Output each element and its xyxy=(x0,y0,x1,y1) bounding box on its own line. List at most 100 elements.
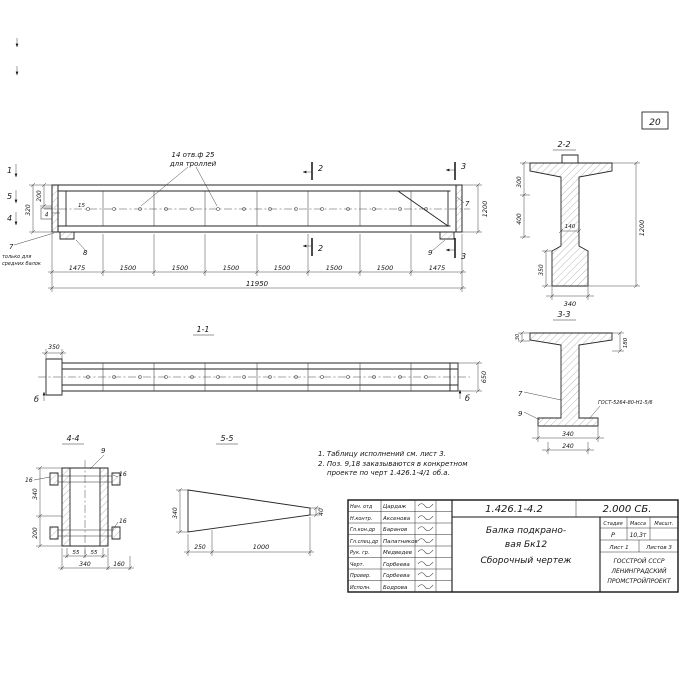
overall-dim-label: 11950 xyxy=(246,280,269,288)
section-body xyxy=(529,332,613,427)
holes-callout-line2: для троллей xyxy=(169,160,217,168)
view-mark-b: б xyxy=(465,394,470,403)
position-note-line1: только для xyxy=(2,254,31,260)
product-title-line3: Сборочный чертеж xyxy=(480,556,572,566)
holes-callout-line1: 14 отв.ф 25 xyxy=(172,151,216,159)
stamp-role: Гл.спец.др xyxy=(350,539,378,545)
section-mark-1: 1 xyxy=(7,166,12,175)
sheet-label: Лист 1 xyxy=(608,545,628,551)
dim-lines-350 xyxy=(542,248,552,289)
dim-label-350: 350 xyxy=(48,344,60,351)
signature-squiggles xyxy=(417,503,434,590)
stamp-name: Палатников xyxy=(383,539,418,545)
dim-lines-340 xyxy=(546,287,594,300)
page-number: 20 xyxy=(641,111,669,130)
org-line2: ЛЕНИНГРАДСКИЙ xyxy=(611,568,668,575)
plan-dim-350-lines xyxy=(42,349,66,359)
detail-4-4: 4-4 9 16 16 16 340 200 55 55 340 160 xyxy=(25,434,134,571)
chain-dim-label: 1475 xyxy=(69,264,86,272)
product-title-line1: Балка подкрано- xyxy=(486,526,566,536)
page-number-box xyxy=(641,111,669,130)
callout-leaders xyxy=(140,166,218,207)
dim-lines-180 xyxy=(612,330,624,354)
dim-label-16: 16 xyxy=(119,471,127,478)
dim-label-1000: 1000 xyxy=(253,543,270,551)
dim-lines-340 xyxy=(532,427,604,442)
stage-value: Р xyxy=(611,531,615,539)
position-marker-7: 7 xyxy=(518,390,523,398)
section-mark-4: 4 xyxy=(7,214,12,223)
plan-holes xyxy=(86,375,428,379)
stamp-role: Исполн. xyxy=(350,585,371,591)
stamp-role: Провер. xyxy=(350,573,371,579)
note-line-1: 1. Таблицу исполнений см. лист 3. xyxy=(318,450,446,458)
position-marker-9: 9 xyxy=(518,410,523,418)
dim-lines-140 xyxy=(558,228,582,234)
dim-label-16: 16 xyxy=(119,518,127,525)
dim-label-55: 55 xyxy=(73,550,80,556)
view-title-2-2: 2-2 xyxy=(557,140,570,149)
stamp-role: Н.контр. xyxy=(350,516,372,522)
position-marker-4: 4 xyxy=(45,212,49,219)
plan-stiffeners xyxy=(102,363,412,391)
dim-label-350: 350 xyxy=(538,264,545,276)
dim-label-30: 30 xyxy=(515,334,521,340)
dim-label-200: 200 xyxy=(32,527,39,539)
notes: 1. Таблицу исполнений см. лист 3. 2. Поз… xyxy=(318,450,468,477)
dim-label-1200: 1200 xyxy=(638,220,646,237)
section-mark-5: 5 xyxy=(7,192,12,201)
dim-label-340: 340 xyxy=(564,300,576,308)
dim-label-160: 160 xyxy=(113,561,125,568)
dim-label-250: 250 xyxy=(194,544,206,551)
crane-rail xyxy=(557,154,583,164)
position-leaders xyxy=(33,454,119,532)
section-cut-lines xyxy=(311,162,456,258)
plan-view: 1-1 350 650 б б xyxy=(34,325,488,404)
dim-label-400: 400 xyxy=(516,213,523,225)
detail-5-5: 5-5 340 40 250 1000 xyxy=(172,434,325,556)
view-mark-b: б xyxy=(34,395,39,404)
note-line-2: 2. Поз. 9,18 заказываются в конкретном xyxy=(318,460,468,468)
detail-outline xyxy=(61,467,109,547)
chain-dim-label: 1500 xyxy=(274,264,291,272)
dim-label-40: 40 xyxy=(318,508,325,516)
title-block-minor-dividers xyxy=(348,500,678,592)
position-leaders xyxy=(523,391,601,421)
chain-dim-label: 1475 xyxy=(429,264,446,272)
header-stage: Стадия xyxy=(603,521,622,527)
doc-number: 1.426.1-4.2 xyxy=(485,504,543,515)
product-title-line2: вая Бк12 xyxy=(505,540,547,550)
position-marker-7: 7 xyxy=(465,200,470,208)
dim-lines-340-160 xyxy=(58,548,134,571)
left-dim-lines xyxy=(29,182,52,235)
dim-lines-240 xyxy=(542,442,594,454)
dim-label-180: 180 xyxy=(623,337,629,348)
stamp-name: Медведев xyxy=(383,550,412,556)
beam-stiffeners xyxy=(102,191,412,226)
chain-dim-label: 1500 xyxy=(223,264,240,272)
section-2-2: 2-2 300 400 1200 140 350 340 xyxy=(516,140,646,308)
dim-label-320: 320 xyxy=(25,204,32,216)
elevation-view: 14 отв.ф 25 для троллей 2 2 3 3 1 5 4 4 … xyxy=(2,151,489,292)
doc-code: 2.000 СБ. xyxy=(603,504,652,515)
trolley-holes xyxy=(86,207,428,211)
stamp-name: Бодрова xyxy=(383,585,408,591)
note-line-3: проекте по черт 1.426.1-4/1 об.а. xyxy=(327,469,450,477)
section-mark-3: 3 xyxy=(461,162,466,171)
chain-dim-label: 1500 xyxy=(172,264,189,272)
sheets-label: Листов 3 xyxy=(645,545,672,551)
dim-lines-30 xyxy=(518,330,530,344)
view-title-1-1: 1-1 xyxy=(196,325,209,334)
right-dim-lines xyxy=(462,182,482,235)
dim-label-240: 240 xyxy=(562,443,574,450)
stamp-role: Черт. xyxy=(350,562,364,568)
taper-plate-outline xyxy=(187,489,311,533)
section-mark-2: 2 xyxy=(318,244,323,253)
dim-lines-55 xyxy=(63,548,107,559)
page-number-label: 20 xyxy=(649,118,661,128)
position-marker-9: 9 xyxy=(428,249,433,257)
stamp-role: Нач. отд xyxy=(350,504,373,510)
dim-lines-1200 xyxy=(588,160,640,289)
weld-designation-label: ГОСТ-5264-80-Н1-5/6 xyxy=(598,400,653,406)
chain-dim-label: 1500 xyxy=(377,264,394,272)
